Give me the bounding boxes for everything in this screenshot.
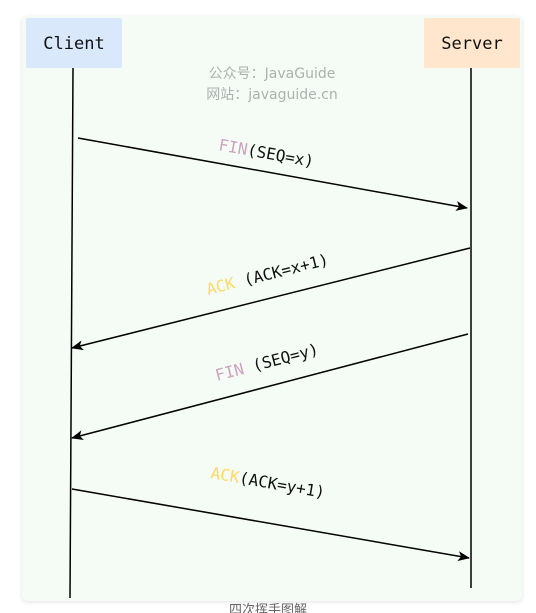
- client-actor-box: [26, 18, 122, 68]
- message-4-label: ACK(ACK=y+1): [209, 463, 326, 502]
- server-actor: Server: [424, 18, 520, 68]
- message-3-keyword: FIN: [213, 359, 246, 385]
- watermark-line-1: 公众号：JavaGuide: [209, 66, 336, 82]
- message-1-keyword: FIN: [217, 135, 249, 159]
- diagram-caption: 四次挥手图解: [228, 603, 307, 613]
- message-4-keyword: ACK: [209, 463, 241, 487]
- watermark-line-2: 网站：javaguide.cn: [206, 87, 338, 103]
- message-1-arrow: [77, 137, 468, 211]
- message-4-arrow: [71, 488, 470, 562]
- message-3-label: FIN (SEQ=y): [213, 340, 320, 385]
- client-lifeline: [69, 67, 74, 599]
- message-2-arrow: [71, 247, 471, 351]
- message-3-params: (SEQ=y): [241, 340, 320, 378]
- diagram-card: [22, 16, 522, 601]
- server-actor-label: Server: [441, 34, 502, 54]
- message-1-params: (SEQ=x): [246, 140, 316, 171]
- client-actor-label: Client: [43, 34, 104, 54]
- message-2-params: (ACK=x+1): [232, 250, 330, 292]
- message-2-label: ACK (ACK=x+1): [204, 250, 330, 299]
- client-actor: Client: [26, 18, 122, 68]
- message-4-params: (ACK=y+1): [238, 468, 327, 502]
- server-actor-box: [424, 18, 520, 68]
- message-3-arrow: [71, 333, 469, 441]
